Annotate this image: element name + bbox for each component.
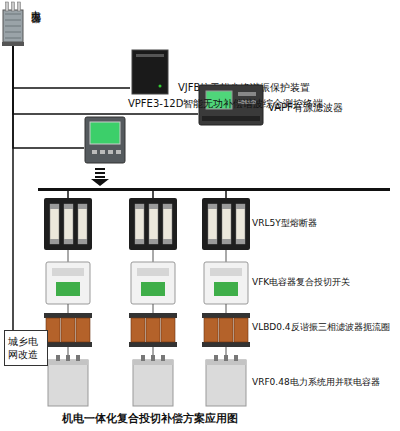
part-label: VFK电容器复合投切开关 [252,277,398,288]
caption: 机电一体化复合投切补偿方案应用图 [62,412,238,424]
part-label: VLBD0.4反谐振三相滤波器扼流圈 [252,322,398,333]
part-label: VRF0.48电力系统用并联电容器 [252,377,398,388]
device-node: 电力变压器 [0,0,50,62]
device-node: VPFE3-12D智能无功补偿谐波综合测控终端 [84,96,294,166]
box-label: 城乡电网改造 [5,331,47,365]
terminal-icon [84,116,126,164]
bus-bar [38,188,390,191]
compensation-branch [44,190,92,406]
feeder-line [13,46,130,88]
feeder-line [12,46,14,330]
part-label: VRL5Y型熔断器 [252,218,398,229]
transformer-icon [0,0,26,46]
compensation-branch [129,190,177,406]
down-arrow [91,168,109,186]
device-label: 电力变压器 [29,2,41,7]
device-label: VPFE3-12D智能无功补偿谐波综合测控终端 [128,98,323,110]
feeder-line [13,46,84,148]
compensation-branch [202,190,250,406]
protector-icon [130,48,170,96]
region-box: 城乡电网改造 [4,330,48,366]
